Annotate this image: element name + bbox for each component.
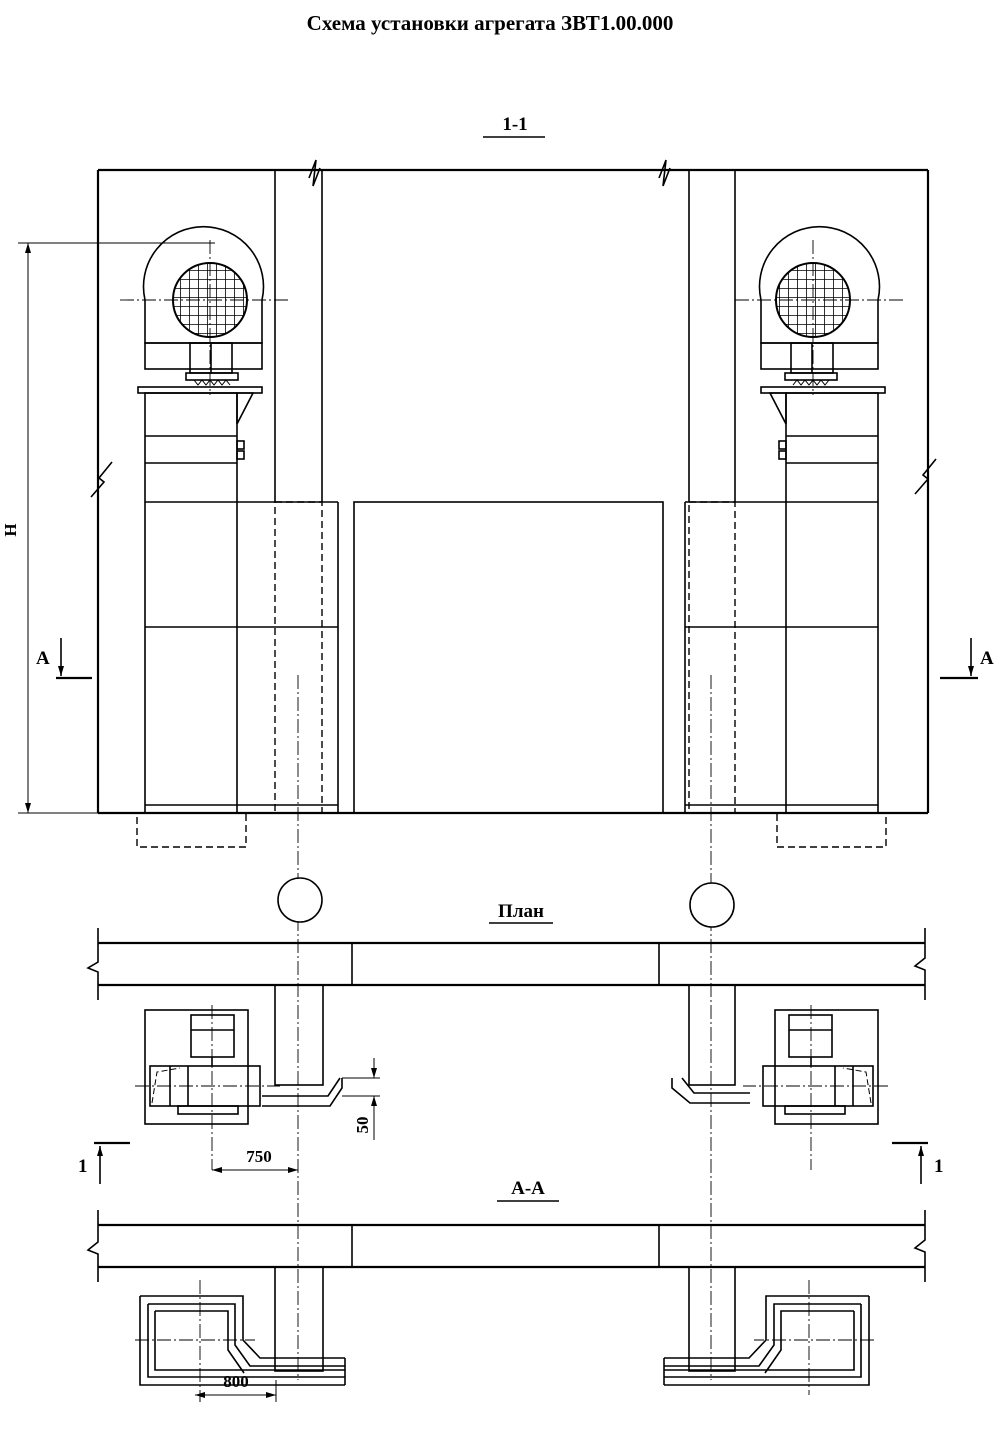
dimension-800-label: 800 [223, 1372, 249, 1391]
dimension-750-label: 750 [246, 1147, 272, 1166]
view-label-section-a-a: А-А [511, 1178, 545, 1199]
drawing-title: Схема установки агрегата ЗВТ1.00.000 [307, 11, 674, 35]
section-1-1: 1-1 [1, 114, 994, 1380]
view-label-section-1-1: 1-1 [502, 114, 527, 135]
dimension-height-label: H [1, 523, 20, 536]
plan-view: План 50 750 1 1 [78, 877, 944, 1184]
cut-mark-1-right-label: 1 [934, 1156, 944, 1177]
view-label-plan: План [498, 901, 544, 922]
cut-mark-1-left-label: 1 [78, 1156, 88, 1177]
cut-mark-a-left-label: А [36, 648, 50, 669]
dimension-50-label: 50 [353, 1117, 372, 1134]
section-a-a: А-А 800 [86, 1178, 926, 1402]
cut-mark-a-right-label: А [980, 648, 994, 669]
